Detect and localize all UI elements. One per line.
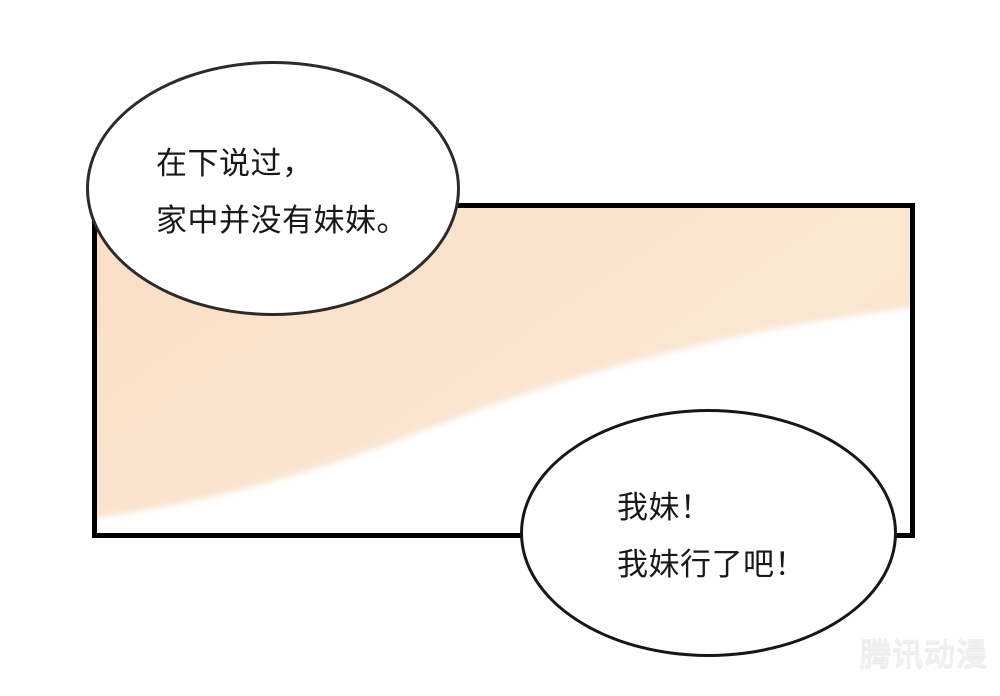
- speech-bubble-lower-right-text: 我妹！ 我妹行了吧！: [617, 479, 806, 593]
- speech-bubble-upper-left: 在下说过， 家中并没有妹妹。: [86, 61, 460, 316]
- speech-bubble-lower-right: 我妹！ 我妹行了吧！: [520, 409, 897, 657]
- publisher-watermark: 腾讯动漫: [860, 637, 988, 672]
- speech-line: 我妹！: [617, 490, 712, 525]
- speech-line: 家中并没有妹妹。: [156, 203, 408, 238]
- speech-line: 我妹行了吧！: [617, 547, 806, 582]
- speech-bubble-upper-left-text: 在下说过， 家中并没有妹妹。: [156, 135, 408, 249]
- speech-line: 在下说过，: [156, 146, 314, 181]
